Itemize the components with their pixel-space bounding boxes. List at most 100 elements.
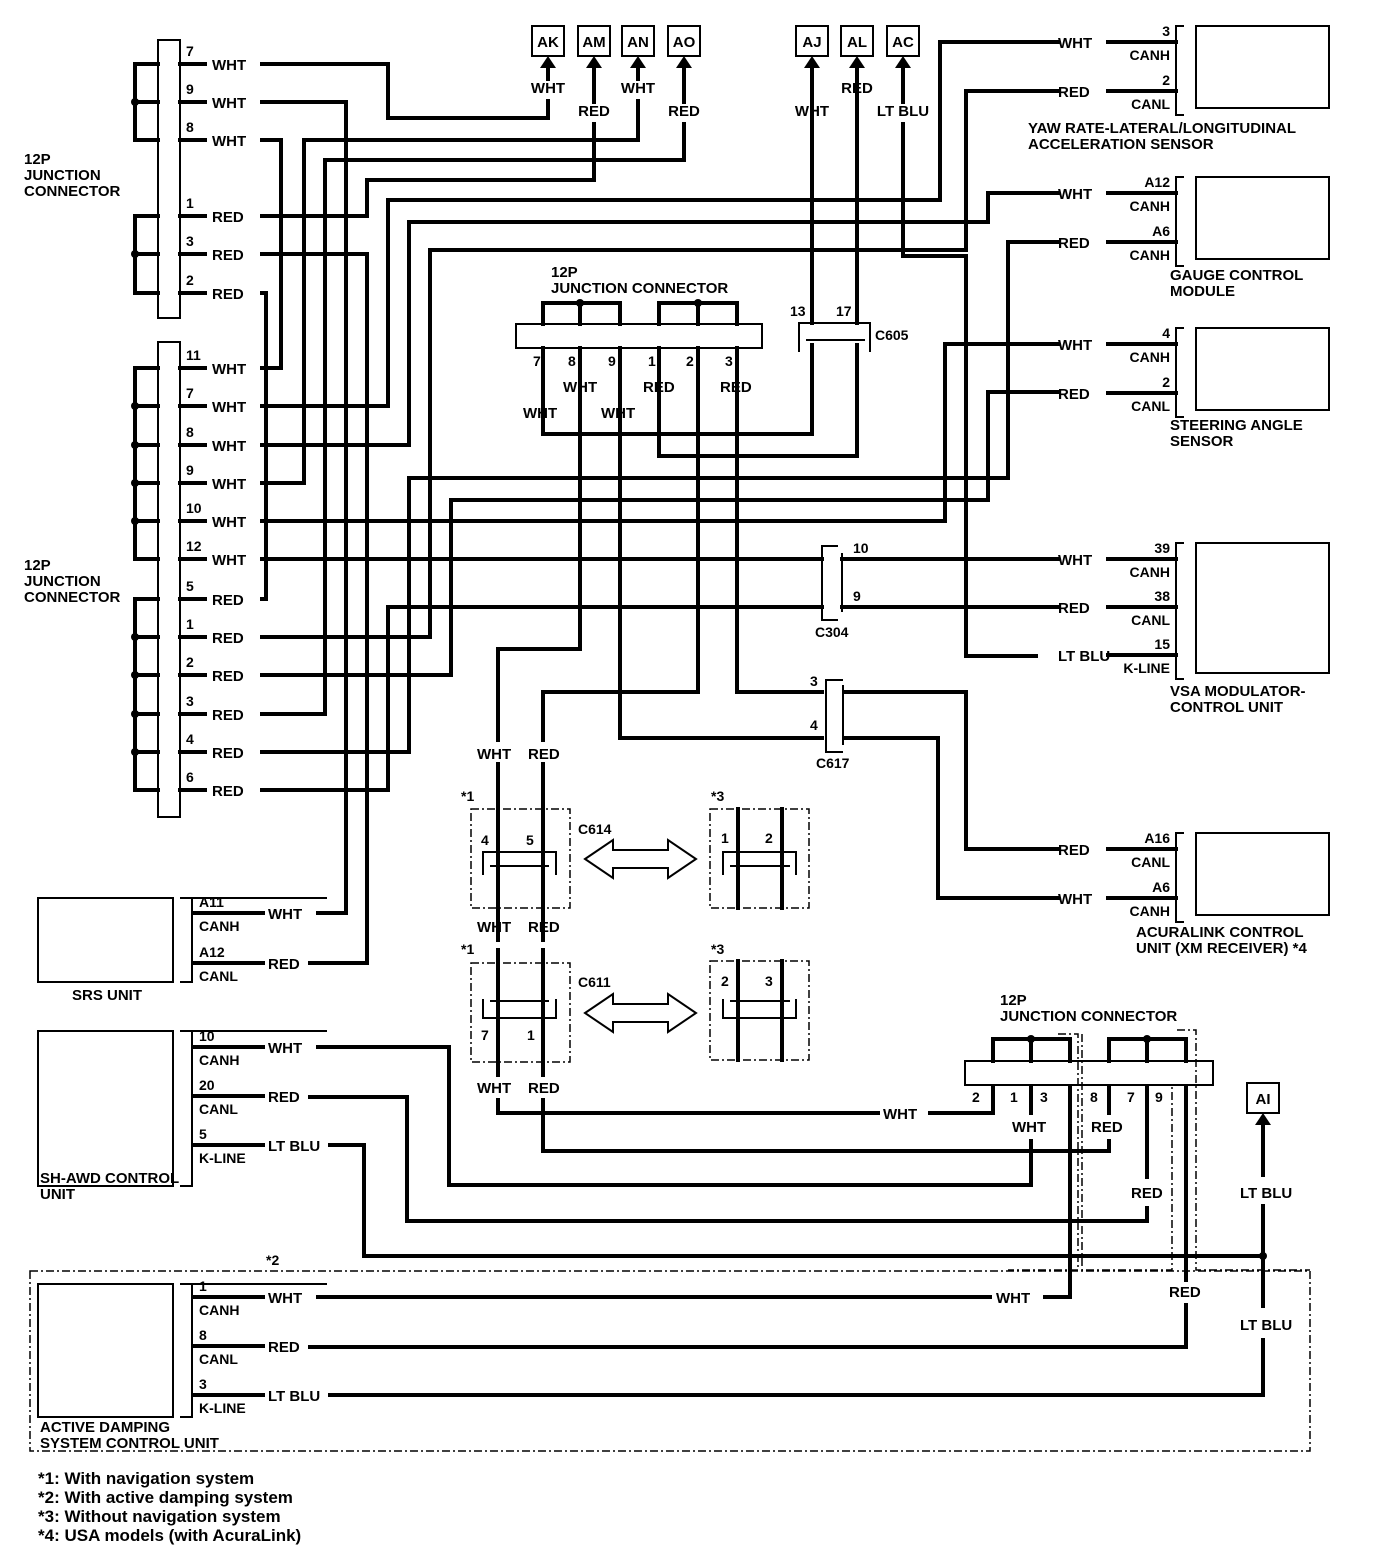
terminal-signal: CANL: [1131, 398, 1170, 414]
pin-number: 1: [186, 195, 194, 211]
component-name: SENSOR: [1170, 433, 1234, 450]
terminal-pin: 4: [1162, 325, 1170, 341]
wire-color-label: LT BLU: [877, 103, 929, 120]
pin-label: 7: [481, 1027, 489, 1043]
pin-number: 1: [186, 616, 194, 632]
wire-label: RED: [1169, 1284, 1201, 1301]
wire-red-srs: [260, 252, 369, 965]
component-name: SH-AWD CONTROL: [40, 1170, 179, 1187]
terminal-pin: A12: [199, 944, 225, 960]
terminal-signal: CANH: [1130, 247, 1170, 263]
junction-label: 12P: [551, 264, 578, 281]
terminal-an: AN WHT: [621, 25, 655, 109]
terminal-pin: 3: [199, 1376, 207, 1392]
pin-label: 4: [810, 717, 818, 733]
terminal-id: AL: [847, 34, 867, 51]
pin-number: 7: [533, 353, 541, 369]
wire-wht-srs: [260, 100, 348, 915]
wire-color-label: RED: [212, 286, 244, 303]
note-ref: *2: [266, 1252, 279, 1268]
terminal-pin: 39: [1154, 540, 1170, 556]
wire-color-label: RED: [1058, 842, 1090, 859]
pin-label: 10: [853, 540, 869, 556]
c614-wires: [496, 762, 545, 942]
terminal-pin: 38: [1154, 588, 1170, 604]
arrow-up-icon: [630, 56, 646, 68]
wire-color-label: RED: [268, 956, 300, 973]
wire-color-label: RED: [268, 1339, 300, 1356]
wire-label: WHT: [477, 919, 511, 936]
terminal-pin: A16: [1144, 830, 1170, 846]
pin-label: 5: [526, 832, 534, 848]
wire-label: RED: [1131, 1185, 1163, 1202]
wire-color-label: WHT: [212, 57, 246, 74]
component-name: STEERING ANGLE: [1170, 417, 1303, 434]
component-name: SRS UNIT: [72, 987, 142, 1004]
wire-color-label: RED: [578, 103, 610, 120]
footnote: *1: With navigation system: [38, 1469, 254, 1488]
pin-label: 17: [836, 303, 852, 319]
wire-label: LT BLU: [1240, 1185, 1292, 1202]
terminal-pin: A12: [1144, 174, 1170, 190]
pin-number: 9: [1155, 1089, 1163, 1105]
terminal-id: AC: [892, 34, 914, 51]
pin-label: 13: [790, 303, 806, 319]
wire-color-label: WHT: [1058, 891, 1092, 908]
wire-color-label: WHT: [621, 80, 655, 97]
terminal-pin: 2: [1162, 72, 1170, 88]
pin-label: 4: [481, 832, 489, 848]
pin-number: 2: [972, 1089, 980, 1105]
module-box: [1195, 176, 1330, 260]
junction-label: JUNCTION CONNECTOR: [1000, 1008, 1177, 1025]
component-name: ACCELERATION SENSOR: [1028, 136, 1214, 153]
junction-connector-left-top: 12P JUNCTION CONNECTOR: [24, 39, 181, 319]
wire-label: RED: [528, 919, 560, 936]
terminal-id: AN: [627, 34, 649, 51]
component-name: UNIT (XM RECEIVER) *4: [1136, 940, 1308, 957]
terminal-signal: CANL: [1131, 854, 1170, 870]
terminal-signal: CANH: [1130, 564, 1170, 580]
arrow-up-icon: [804, 56, 820, 68]
terminal-signal: CANL: [199, 968, 238, 984]
component-name: CONTROL UNIT: [1170, 699, 1283, 716]
terminal-id: AO: [673, 34, 696, 51]
terminal-pin: A6: [1152, 879, 1170, 895]
pin-number: 2: [686, 353, 694, 369]
pin-number: 2: [186, 654, 194, 670]
wire-color-label: RED: [212, 745, 244, 762]
wire-color-label: WHT: [268, 1290, 302, 1307]
terminal-pin: A11: [199, 894, 224, 910]
terminal-signal: CANL: [1131, 612, 1170, 628]
junction-label: 12P: [1000, 992, 1027, 1009]
wire-color-label: WHT: [212, 514, 246, 531]
wire-red-gauge: [260, 240, 1060, 754]
junction-label: CONNECTOR: [24, 589, 121, 606]
pin-number: 9: [608, 353, 616, 369]
double-arrow-icon: [583, 838, 698, 880]
note-ref: *3: [711, 941, 724, 957]
pin-number: 1: [1010, 1089, 1018, 1105]
terminal-pin: 15: [1154, 636, 1170, 652]
terminal-pin: 8: [199, 1327, 207, 1343]
pin-number: 9: [186, 81, 194, 97]
pin-number: 6: [186, 769, 194, 785]
connector-c614-c611: *1 *3 *1 *3 C614 C611 4 5 1 2 7 1 2 3 WH…: [461, 746, 810, 1097]
wire-color-label: RED: [1058, 386, 1090, 403]
wire-wht-bottom-junction: [496, 1083, 995, 1115]
junction-label: JUNCTION CONNECTOR: [551, 280, 728, 297]
wire-label: WHT: [477, 1080, 511, 1097]
component-name: YAW RATE-LATERAL/LONGITUDINAL: [1028, 120, 1296, 137]
terminal-id: AI: [1256, 1091, 1271, 1108]
pin-number: 7: [186, 385, 194, 401]
